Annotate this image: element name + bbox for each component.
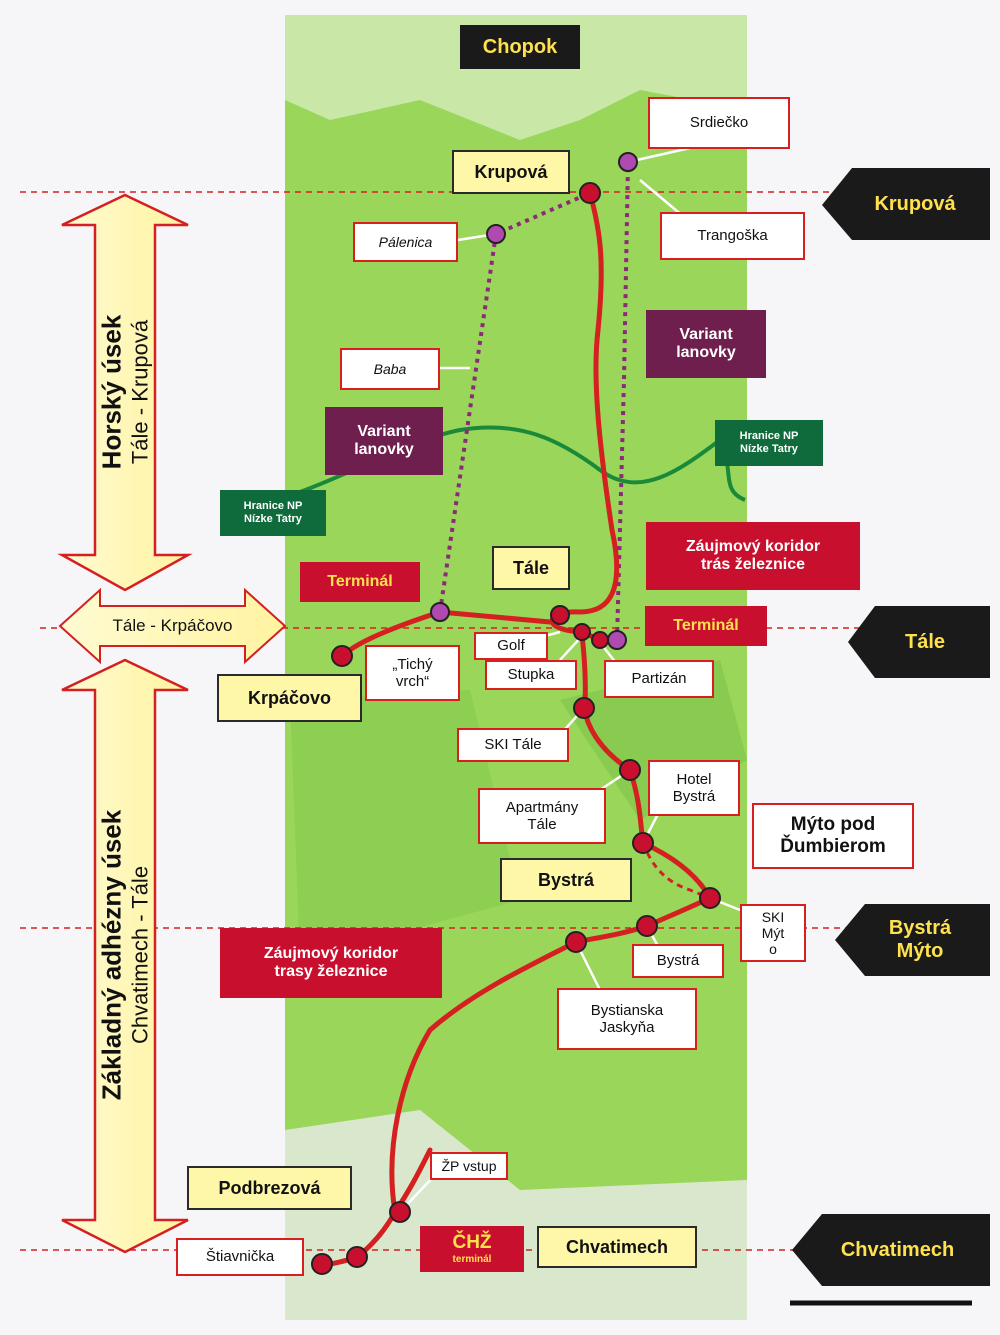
station-stupka [591,631,609,649]
station-jaskyna [565,931,587,953]
tab-shape-tale [848,606,990,678]
label-baba: Baba [340,348,440,390]
arrow-zakladny-usek [61,658,189,1254]
label-chz-terminal: ČHŽ terminál [420,1226,524,1272]
place-krupova: Krupová [452,150,570,194]
label-terminal-right: Terminál [645,606,767,646]
station-tichy-vrch [430,602,450,622]
label-bystra-stop: Bystrá [632,944,724,978]
label-variant-lanovky-left: Variant lanovky [325,407,443,475]
station-bystra [636,915,658,937]
section-zakladny-title: Základný adhézny úsek [96,809,127,1101]
station-golf [573,623,591,641]
label-trangoska: Trangoška [660,212,805,260]
place-chvatimech: Chvatimech [537,1226,697,1268]
label-chz-sub: terminál [452,1254,492,1266]
section-tale-krpacovo: Tále - Krpáčovo [112,616,233,636]
station-krupova [579,182,601,204]
label-np-border-left: Hranice NP Nízke Tatry [220,490,326,536]
station-ski-tale [573,697,595,719]
label-ski-myto: SKI Mýt o [740,904,806,962]
station-stiavnicka [311,1253,333,1275]
station-markers [311,152,721,1275]
place-podbrezova: Podbrezová [187,1166,352,1210]
label-stupka: Stupka [485,660,577,690]
label-srdiecko: Srdiečko [648,97,790,149]
label-koridor-lower: Záujmový koridor trasy železnice [220,928,442,998]
label-palenica: Pálenica [353,222,458,262]
cableway-variant-right [615,161,630,641]
station-srdiecko [618,152,638,172]
route-myto-dashed [641,842,711,900]
place-bystra: Bystrá [500,858,632,902]
label-terminal-left: Terminál [300,562,420,602]
place-krpacovo: Krpáčovo [217,674,362,722]
label-ski-tale: SKI Tále [457,728,569,762]
label-np-border-right: Hranice NP Nízke Tatry [715,420,823,466]
station-apartmany [619,759,641,781]
label-variant-lanovky-right: Variant lanovky [646,310,766,378]
tab-tale: Tále [904,630,946,653]
station-tale [550,605,570,625]
label-myto-pod-dumbierom: Mýto pod Ďumbierom [752,803,914,869]
label-chopok: Chopok [460,25,580,69]
station-terminal-tale [607,630,627,650]
label-zp-vstup: ŽP vstup [430,1152,508,1180]
cableway-variant-left [438,191,591,613]
label-stiavnicka: Štiavnička [176,1238,304,1276]
label-koridor-upper: Záujmový koridor trás železnice [646,522,860,590]
section-zakladny-sub: Chvatimech - Tále [127,865,153,1045]
tab-shape-chvatimech [792,1214,990,1286]
station-zp-vstup [389,1201,411,1223]
label-apartmany-tale: Apartmány Tále [478,788,606,844]
tab-shape-krupova [822,168,990,240]
label-golf: Golf [474,632,548,660]
section-horsky-title: Horský úsek [96,314,127,470]
station-myto [699,887,721,909]
label-hotel-bystra: Hotel Bystrá [648,760,740,816]
section-horsky-sub: Tále - Krupová [127,319,153,465]
label-bystrianska-jaskyna: Bystianska Jaskyňa [557,988,697,1050]
arrow-tale-krpacovo [58,587,287,665]
station-hotel-bystra [632,832,654,854]
tab-shape-bystra [835,904,990,976]
label-chz-title: ČHŽ [452,1232,492,1254]
label-tichy-vrch: „Tichý vrch“ [365,645,460,701]
place-tale: Tále [492,546,570,590]
tab-chvatimech: Chvatimech [840,1238,955,1261]
station-chz [346,1246,368,1268]
arrow-horsky-usek [57,193,193,592]
tab-bystra-myto: Bystrá Mýto [888,917,952,962]
forest-light-area [285,15,747,140]
label-partizan: Partizán [604,660,714,698]
section-horsky-usek: Horský úsek Tále - Krupová [97,315,154,470]
callout-line-srdiecko [627,146,691,164]
section-zakladny-usek: Základný adhézny úsek Chvatimech - Tále [97,810,154,1100]
tab-krupova: Krupová [874,192,956,215]
station-palenica [486,224,506,244]
station-krpacovo [331,645,353,667]
